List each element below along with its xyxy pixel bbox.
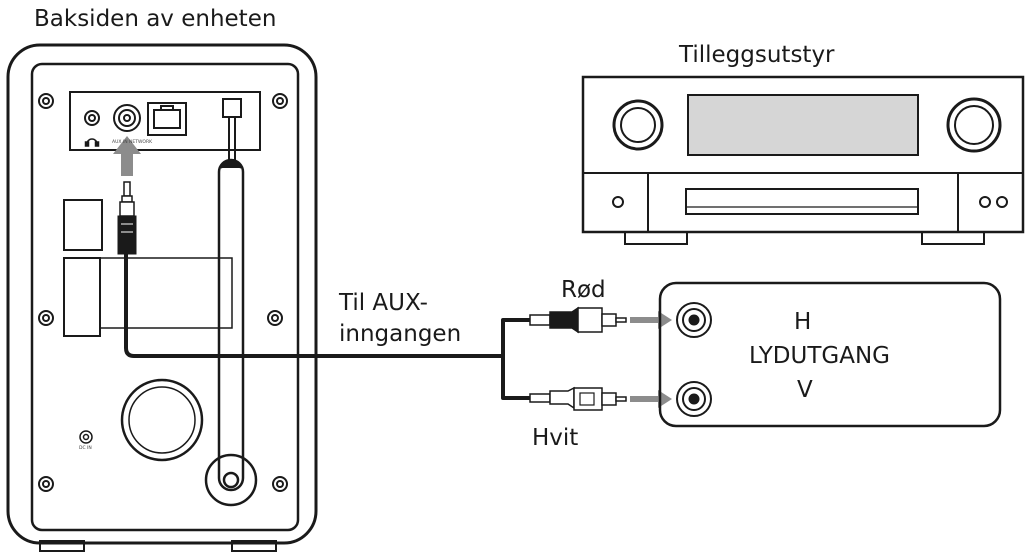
connect-arrow-icon (630, 311, 672, 408)
external-equipment (581, 75, 1025, 245)
side-slots (63, 199, 233, 337)
aux-label-line2: inngangen (339, 321, 462, 347)
white-cable-label: Hvit (532, 425, 579, 451)
equipment-display (687, 94, 919, 156)
screw-icon (38, 93, 288, 492)
connector-panel (69, 91, 261, 151)
dc-in-label: DC IN (79, 446, 92, 451)
antenna (204, 117, 258, 507)
volume-knob-icon (612, 97, 1002, 153)
aux-cable (124, 254, 530, 400)
output-main-label: LYDUTGANG (749, 343, 890, 369)
headphone-icon (84, 138, 100, 147)
rca-plug-white (529, 386, 627, 411)
audio-output-box (658, 281, 1002, 428)
panel-small-text: AUX IN NETWORK (112, 140, 153, 145)
aux-label-line1: Til AUX- (339, 290, 428, 316)
rca-plug-red (529, 306, 627, 334)
insert-arrow-icon (113, 136, 141, 176)
device-back (6, 43, 318, 552)
dc-in-jack (79, 430, 93, 444)
output-h-label: H (794, 309, 812, 335)
red-cable-label: Rød (561, 277, 606, 303)
output-v-label: V (797, 377, 813, 403)
bass-port (120, 378, 204, 462)
mini-jack-plug (117, 181, 137, 255)
diagram-title: Baksiden av enheten (34, 6, 277, 32)
equipment-label: Tilleggsutstyr (679, 42, 835, 68)
